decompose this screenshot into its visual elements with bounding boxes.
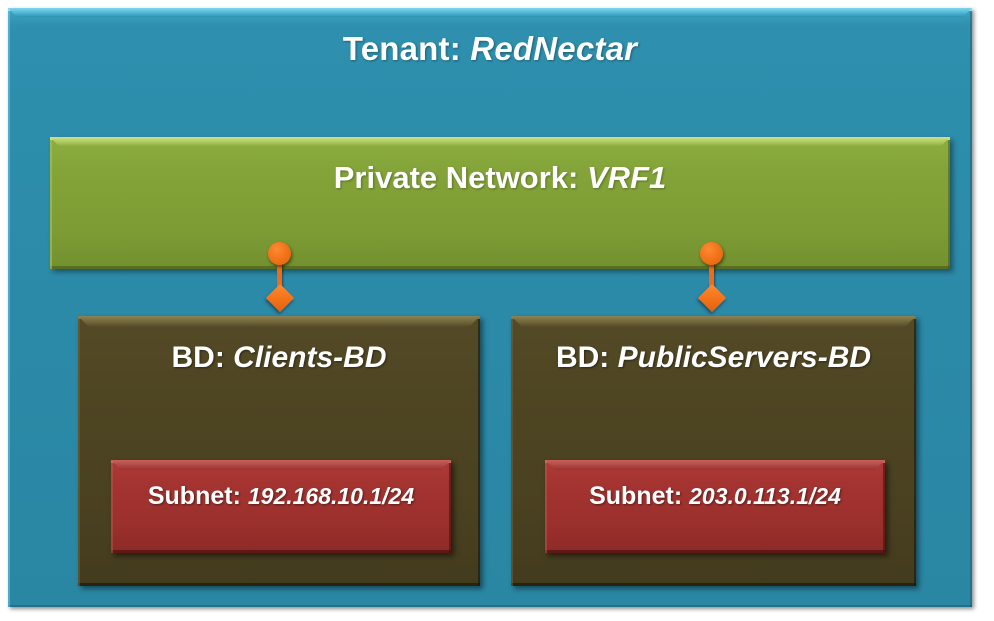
bridge-domain-box[interactable]: BD: Clients-BD Subnet: 192.168.10.1/24 — [78, 316, 480, 586]
connector-circle-icon — [700, 242, 723, 265]
vrf-label: Private Network: — [333, 160, 579, 195]
tenant-name: RedNectar — [470, 30, 638, 67]
connector-diamond-icon — [265, 283, 295, 313]
connector-diamond-icon — [697, 283, 727, 313]
bridge-domain-name: Clients-BD — [233, 341, 387, 374]
subnet-label: Subnet: — [147, 482, 241, 510]
connector-vrf-to-clients-bd — [265, 242, 295, 313]
vrf-container[interactable]: Private Network: VRF1 — [50, 137, 950, 269]
subnet-title: Subnet: 203.0.113.1/24 — [545, 482, 885, 511]
bridge-domain-name: PublicServers-BD — [617, 341, 872, 374]
subnet-box[interactable]: Subnet: 192.168.10.1/24 — [111, 460, 451, 553]
tenant-title: Tenant: RedNectar — [8, 30, 972, 68]
subnet-title: Subnet: 192.168.10.1/24 — [111, 482, 451, 511]
connector-line — [277, 252, 282, 302]
subnet-address: 203.0.113.1/24 — [689, 483, 841, 509]
tenant-label: Tenant: — [342, 30, 461, 67]
vrf-title: Private Network: VRF1 — [50, 160, 950, 196]
subnet-label: Subnet: — [589, 482, 683, 510]
connector-circle-icon — [268, 242, 291, 265]
vrf-name: VRF1 — [587, 160, 667, 195]
connector-line — [709, 252, 714, 302]
bridge-domain-title: BD: PublicServers-BD — [511, 341, 916, 375]
subnet-box[interactable]: Subnet: 203.0.113.1/24 — [545, 460, 885, 553]
subnet-address: 192.168.10.1/24 — [247, 483, 415, 509]
bridge-domain-label: BD: — [555, 341, 610, 374]
bridge-domain-label: BD: — [171, 341, 225, 374]
tenant-container[interactable]: Tenant: RedNectar Private Network: VRF1 … — [8, 8, 972, 607]
bridge-domain-title: BD: Clients-BD — [78, 341, 480, 375]
connector-vrf-to-publicservers-bd — [697, 242, 727, 313]
bridge-domain-box[interactable]: BD: PublicServers-BD Subnet: 203.0.113.1… — [511, 316, 916, 586]
